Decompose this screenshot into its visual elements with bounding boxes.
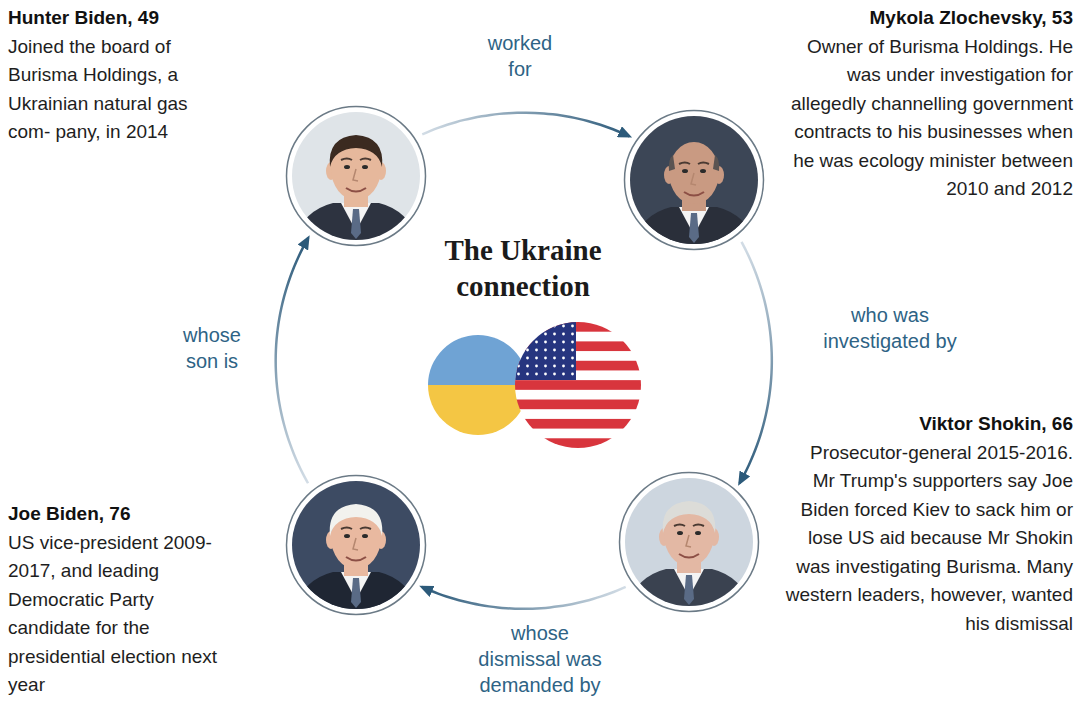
- person-caption: Viktor Shokin, 66Prosecutor-general 2015…: [783, 410, 1073, 638]
- connector-arrow: [740, 242, 772, 483]
- ukraine-flag: [428, 335, 528, 435]
- person-node: Viktor Shokin, 66Prosecutor-general 2015…: [618, 471, 760, 613]
- person-name: Joe Biden, 76: [8, 500, 233, 529]
- portrait-illustration: [285, 105, 427, 247]
- connector-arrow: [422, 587, 626, 609]
- person-node: Hunter Biden, 49Joined the board of Buri…: [285, 105, 427, 247]
- diagram-title: The Ukraine connection: [408, 232, 638, 305]
- person-name: Mykola Zlochevsky, 53: [778, 4, 1073, 33]
- edge-label: whose dismissal was demanded by: [473, 620, 608, 698]
- person-caption: Joe Biden, 76US vice-president 2009-2017…: [8, 500, 233, 700]
- person-caption: Hunter Biden, 49Joined the board of Buri…: [8, 4, 233, 147]
- person-name: Viktor Shokin, 66: [783, 410, 1073, 439]
- person-description: Owner of Burisma Holdings. He was under …: [778, 33, 1073, 204]
- person-description: Prosecutor-general 2015-2016. Mr Trump's…: [783, 439, 1073, 639]
- connector-arrow: [276, 238, 309, 483]
- portrait-illustration: [618, 471, 760, 613]
- edge-label: worked for: [475, 30, 565, 82]
- person-node: Joe Biden, 76US vice-president 2009-2017…: [285, 474, 427, 616]
- person-name: Hunter Biden, 49: [8, 4, 233, 33]
- us-flag: [510, 322, 650, 452]
- connector-arrow: [422, 113, 629, 137]
- person-description: US vice-president 2009-2017, and leading…: [8, 529, 233, 700]
- person-description: Joined the board of Burisma Holdings, a …: [8, 33, 233, 147]
- edge-label: who was investigated by: [810, 302, 970, 354]
- person-node: Mykola Zlochevsky, 53Owner of Burisma Ho…: [623, 109, 765, 251]
- person-caption: Mykola Zlochevsky, 53Owner of Burisma Ho…: [778, 4, 1073, 204]
- edge-label: whose son is: [172, 322, 252, 374]
- portrait-illustration: [285, 474, 427, 616]
- portrait-illustration: [623, 109, 765, 251]
